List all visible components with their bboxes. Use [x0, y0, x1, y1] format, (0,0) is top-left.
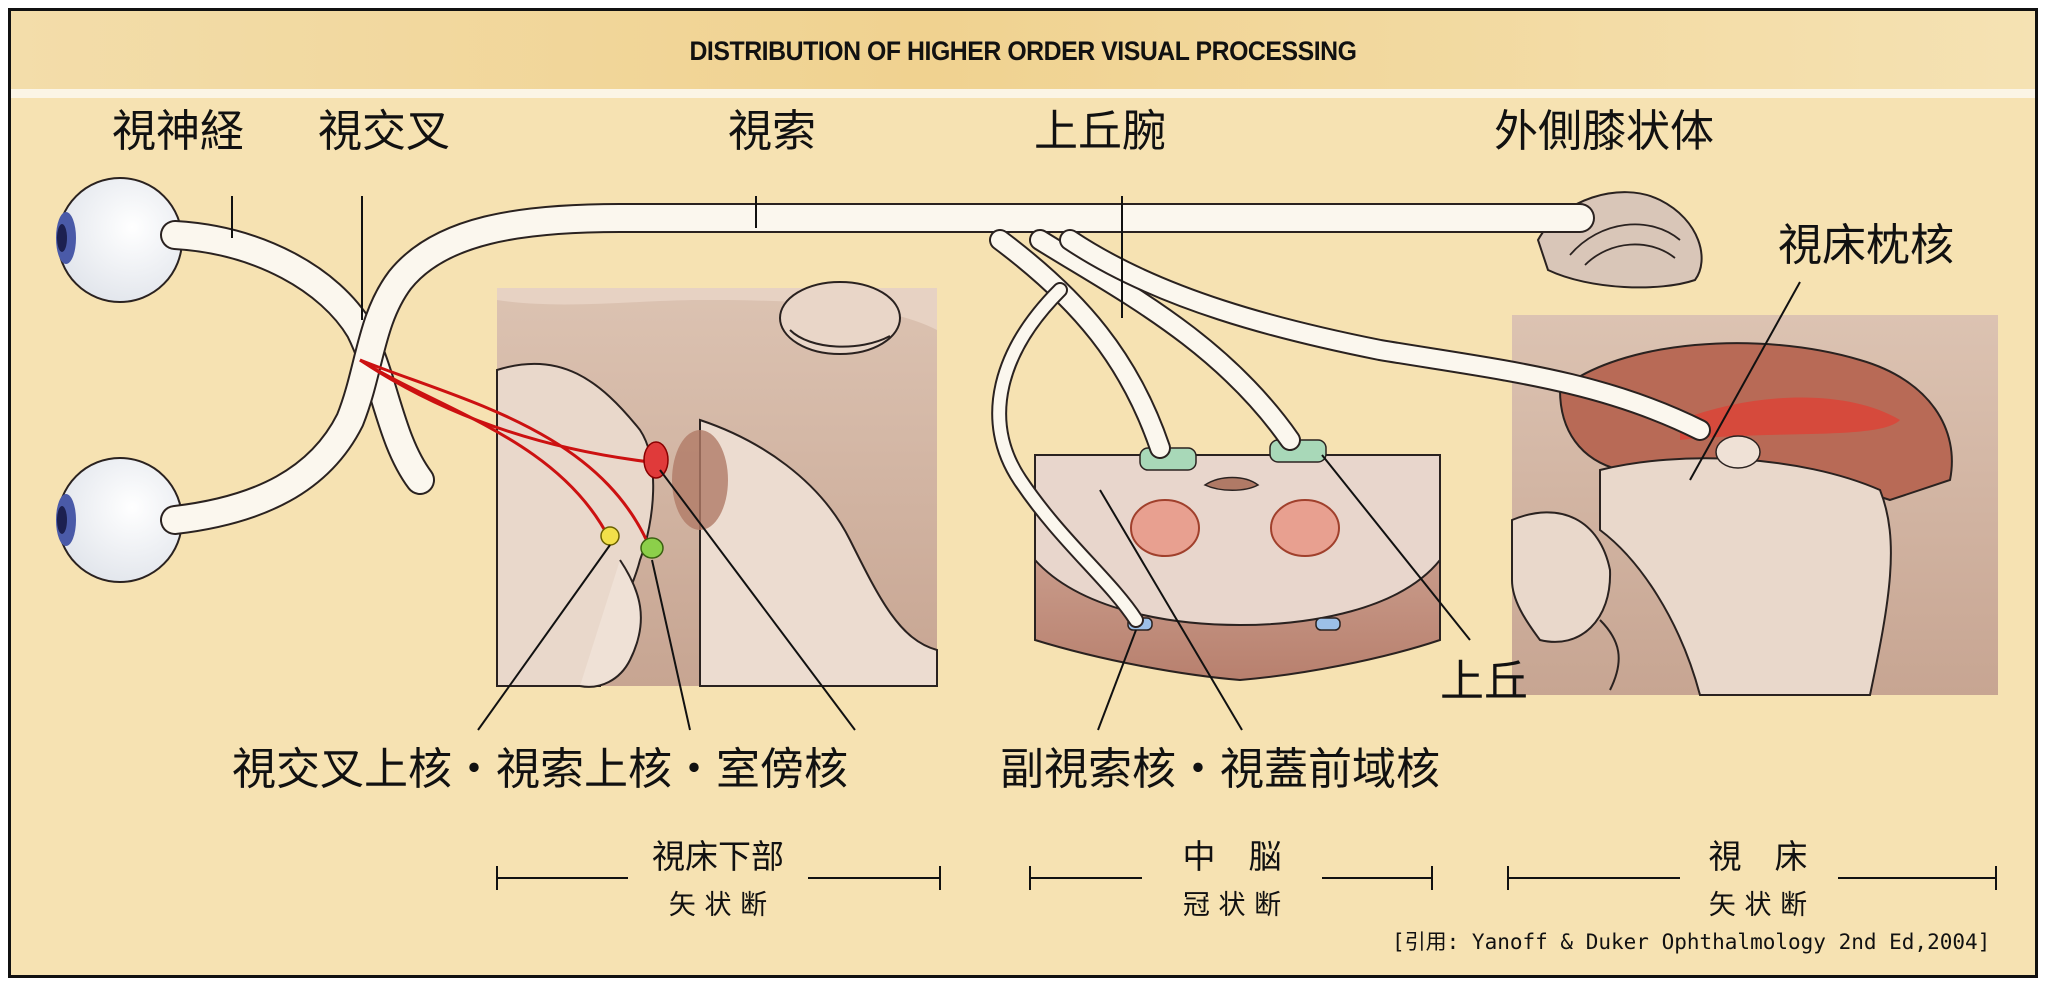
label-superior-colliculus: 上丘	[1440, 656, 1528, 707]
title-bar: DISTRIBUTION OF HIGHER ORDER VISUAL PROC…	[11, 11, 2035, 98]
eye-lower	[56, 457, 183, 583]
label-hypothalamic-nuclei: 視交叉上核・視索上核・室傍核	[232, 744, 848, 795]
section-thalamus-plane: 矢 状 断	[1708, 890, 1808, 921]
label-optic-tract: 視索	[728, 106, 816, 157]
leader-lines	[231, 196, 1801, 731]
label-midbrain-nuclei: 副視索核・視蓋前域核	[1000, 744, 1440, 795]
section-brackets	[496, 866, 1997, 890]
label-brachium-superior-colliculus: 上丘腕	[1034, 106, 1166, 157]
label-pulvinar: 視床枕核	[1778, 220, 1954, 271]
label-optic-nerve: 視神経	[112, 106, 244, 157]
label-optic-chiasm: 視交叉	[318, 106, 450, 157]
section-hypothalamus-plane: 矢 状 断	[668, 890, 768, 921]
section-hypothalamus-region: 視床下部	[652, 837, 784, 876]
diagram-title: DISTRIBUTION OF HIGHER ORDER VISUAL PROC…	[689, 36, 1357, 66]
section-thalamus-region: 視 床	[1708, 837, 1808, 876]
hypothalamus-panel	[496, 281, 938, 688]
title-rule	[11, 89, 2035, 98]
section-midbrain-region: 中 脳	[1182, 837, 1282, 876]
optic-pathway	[160, 203, 1711, 628]
section-midbrain-plane: 冠 状 断	[1182, 890, 1282, 921]
supraoptic-nucleus	[640, 537, 664, 559]
citation: [引用: Yanoff & Duker Ophthalmology 2nd Ed…	[1392, 930, 1991, 954]
retinohypothalamic-fibers	[359, 358, 652, 549]
label-lateral-geniculate-body: 外側膝状体	[1494, 106, 1714, 157]
suprachiasmatic-nucleus	[600, 526, 620, 546]
paraventricular-nucleus	[643, 441, 669, 479]
thalamus-panel	[1511, 315, 1998, 696]
eye-upper	[56, 177, 183, 303]
